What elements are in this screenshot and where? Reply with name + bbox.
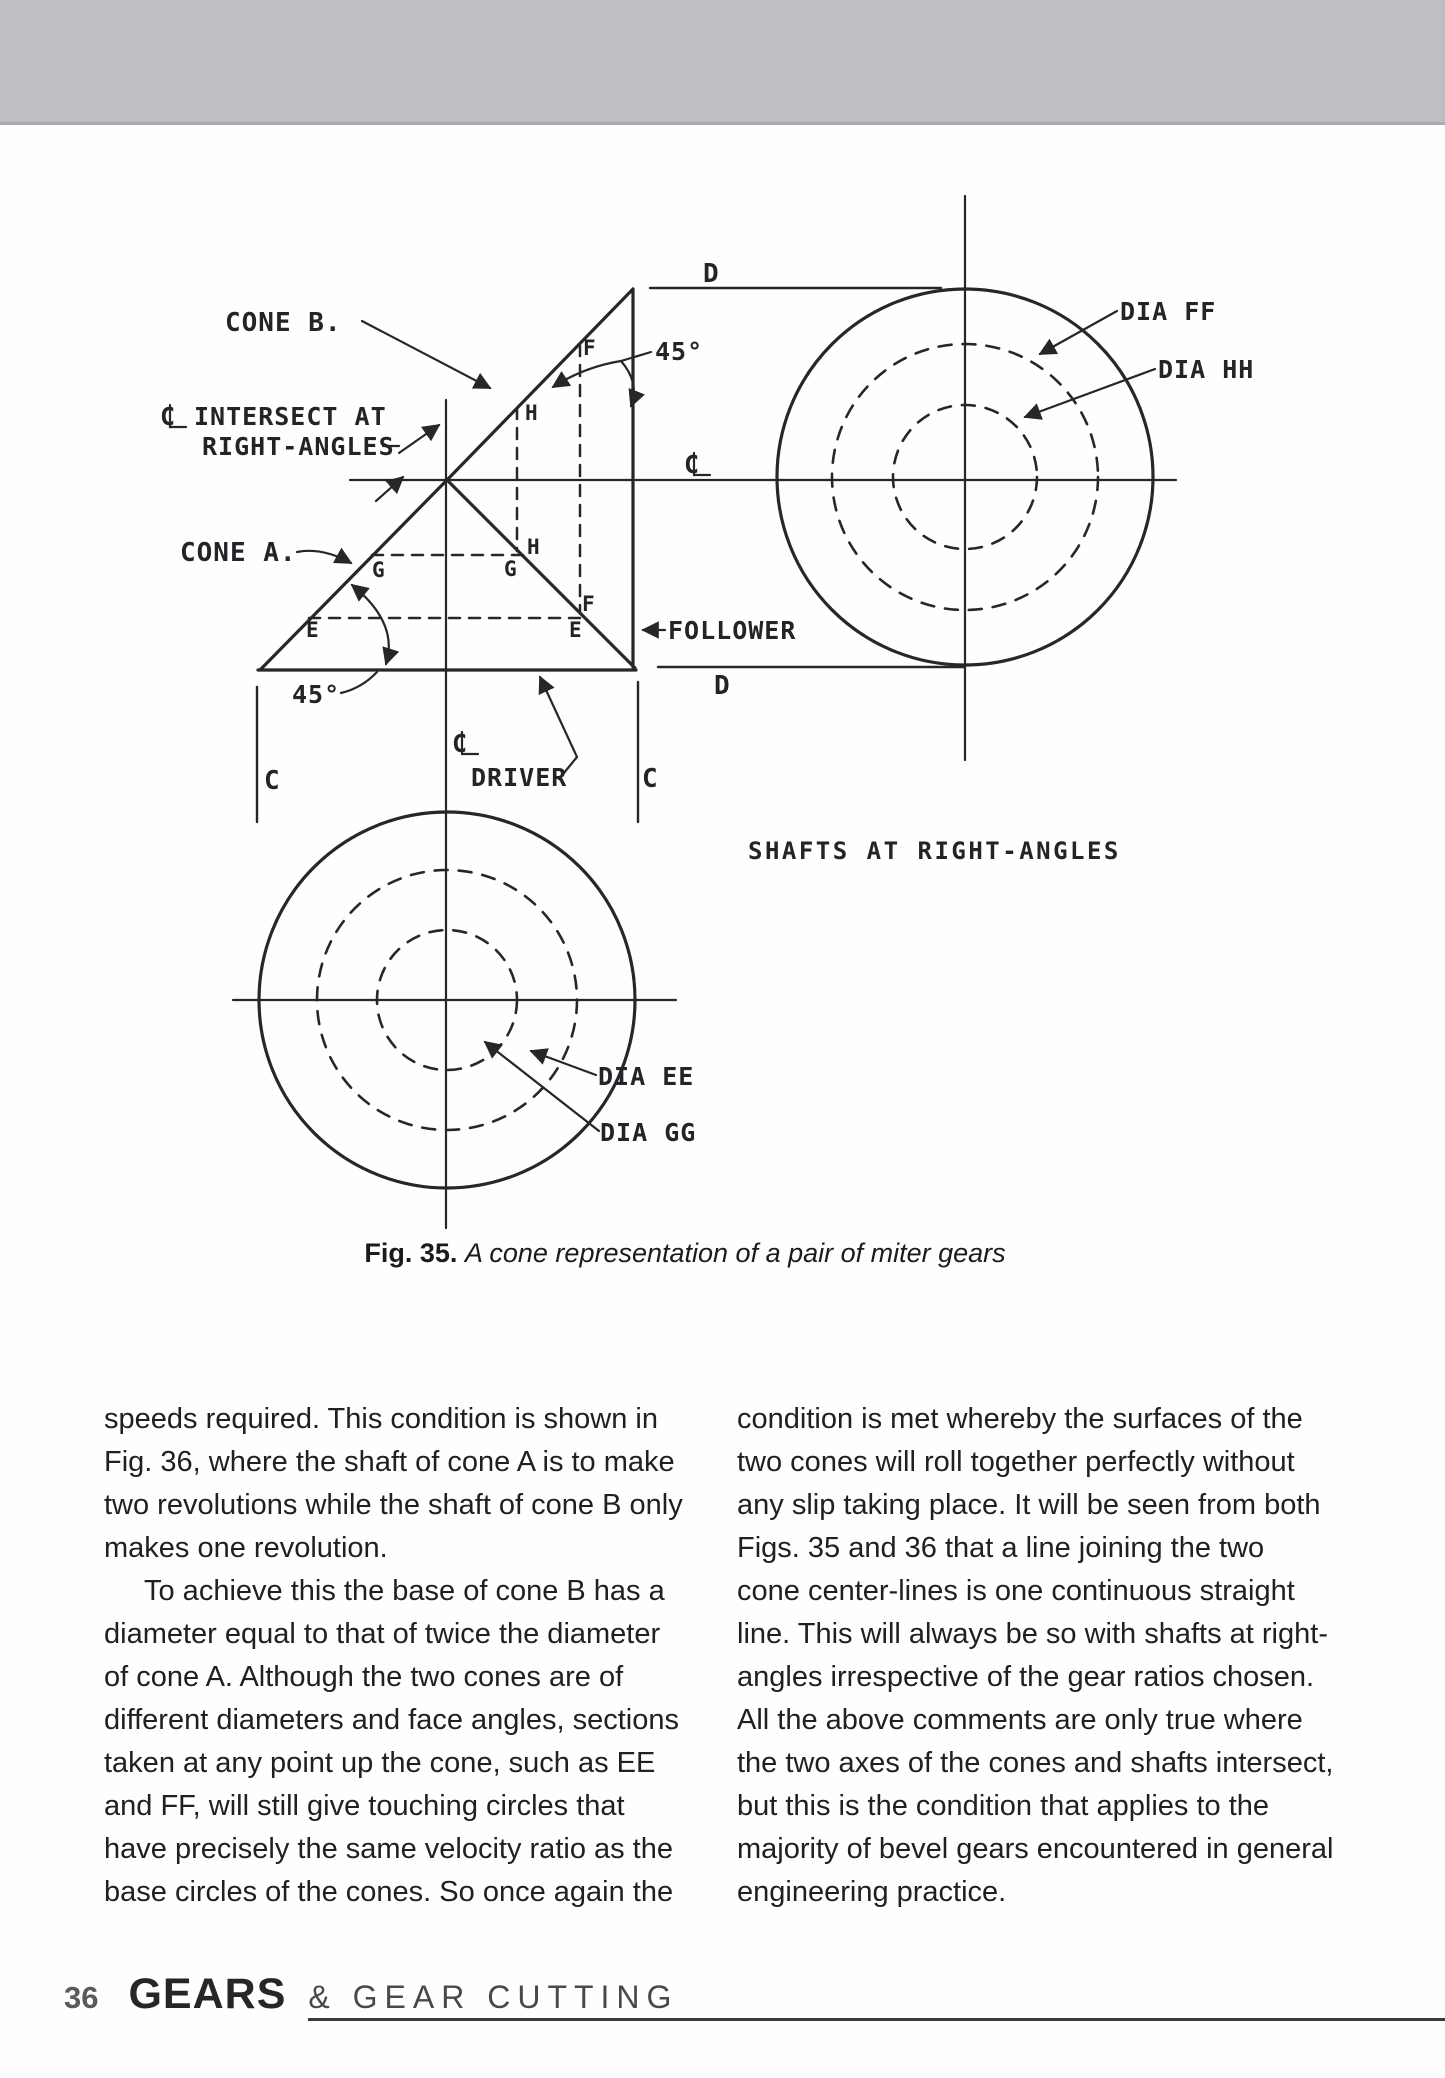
- dia-hh-arrow: [1023, 367, 1157, 420]
- angle-45-bottom-label: 45°: [292, 680, 340, 709]
- driver-arrow: [538, 675, 579, 781]
- angle-45-bottom-leader: [339, 670, 379, 695]
- dia-gg-arrow: [483, 1040, 601, 1133]
- cone-contact-edge: [445, 478, 637, 670]
- centerline-symbol-icon: C: [452, 729, 480, 758]
- point-e-right: E: [569, 618, 582, 642]
- text-line: To achieve this the base of cone B has a: [144, 1575, 665, 1607]
- point-h-top: H: [525, 401, 538, 425]
- driver-label: DRIVER: [471, 763, 567, 792]
- intersect-label-line2: RIGHT-ANGLES: [202, 432, 395, 461]
- point-g-left: G: [372, 558, 385, 582]
- text-line: condition is met whereby the surfaces of…: [737, 1403, 1303, 1435]
- dia-ee-label: DIA EE: [598, 1062, 694, 1091]
- driver-base-circle: [257, 810, 637, 1190]
- text-line: any slip taking place. It will be seen f…: [737, 1489, 1321, 1521]
- svg-text:C: C: [452, 729, 468, 758]
- left-column: speeds required. This condition is shown…: [104, 1398, 699, 1914]
- text-line: of cone A. Although the two cones are of: [104, 1661, 624, 1693]
- figure-caption: Fig. 35. A cone representation of a pair…: [0, 1238, 1370, 1269]
- text-line: Figs. 35 and 36 that a line joining the …: [737, 1532, 1265, 1564]
- book-title: GEARS: [128, 1970, 287, 2018]
- top-gray-bar: [0, 0, 1445, 125]
- angle-45-top-arrow-base: [619, 359, 645, 408]
- point-f-top: F: [583, 336, 596, 360]
- shafts-at-right-angles-label: SHAFTS AT RIGHT-ANGLES: [748, 837, 1121, 865]
- driver-ee-circle: [315, 868, 579, 1132]
- book-subtitle: & GEAR CUTTING: [308, 1979, 1445, 2021]
- text-line: two cones will roll together perfectly w…: [737, 1446, 1295, 1478]
- text-line: speeds required. This condition is shown…: [104, 1403, 659, 1435]
- page-footer: 36 GEARS & GEAR CUTTING: [64, 1970, 1445, 2021]
- point-f-bottom: F: [582, 592, 595, 616]
- svg-text:C: C: [684, 450, 700, 479]
- body-text: speeds required. This condition is shown…: [104, 1398, 1347, 1914]
- text-line: two revolutions while the shaft of cone …: [104, 1489, 683, 1521]
- follower-base-circle: [775, 287, 1155, 667]
- follower-hh-circle: [891, 403, 1039, 551]
- angle-45-top-label: 45°: [655, 337, 703, 366]
- svg-text:C: C: [160, 402, 176, 431]
- text-line: taken at any point up the cone, such as …: [104, 1747, 656, 1779]
- cone-b-label: CONE B.: [225, 308, 342, 338]
- cone-b-top-edge: [445, 287, 635, 482]
- text-line: All the above comments are only true whe…: [737, 1704, 1303, 1736]
- right-column: condition is met whereby the surfaces of…: [737, 1398, 1347, 1914]
- dia-ee-arrow: [529, 1048, 598, 1077]
- centerline-symbol-icon: C: [684, 450, 712, 479]
- intersect-label-line1: INTERSECT AT: [194, 402, 387, 431]
- point-g-right: G: [504, 557, 517, 581]
- figure-caption-label: Fig. 35.: [364, 1238, 458, 1268]
- point-h-mid: H: [527, 535, 540, 559]
- text-line: base circles of the cones. So once again…: [104, 1876, 674, 1908]
- dia-gg-label: DIA GG: [600, 1118, 696, 1147]
- angle-45-top-arrow-hypotenuse: [551, 359, 623, 389]
- section-c-right-label: C: [642, 764, 659, 794]
- text-line: majority of bevel gears encountered in g…: [737, 1833, 1334, 1865]
- follower-ff-circle: [830, 342, 1100, 612]
- point-e-left: E: [306, 618, 319, 642]
- dia-ff-arrow: [1038, 309, 1119, 356]
- intersect-arrow-vertical: [397, 423, 441, 455]
- text-line: cone center-lines is one continuous stra…: [737, 1575, 1295, 1607]
- section-c-left-label: C: [264, 766, 281, 796]
- centerline-symbol-icon: C: [160, 402, 188, 431]
- page-number: 36: [64, 1980, 99, 2015]
- cone-a-left-edge: [258, 478, 449, 672]
- dim-d-top-label: D: [703, 259, 720, 289]
- text-line: line. This will always be so with shafts…: [737, 1618, 1328, 1650]
- text-line: and FF, will still give touching circles…: [104, 1790, 625, 1822]
- intersect-arrow-horizontal: [374, 475, 405, 503]
- text-line: but this is the condition that applies t…: [737, 1790, 1270, 1822]
- angle-45-top-leader: [619, 350, 653, 363]
- driver-gg-circle: [375, 928, 519, 1072]
- text-line: have precisely the same velocity ratio a…: [104, 1833, 673, 1865]
- cone-a-leader-arrow: [295, 547, 353, 565]
- text-line: Fig. 36, where the shaft of cone A is to…: [104, 1446, 675, 1478]
- angle-45-bottom-arc: [350, 583, 400, 666]
- figure-35-diagram: C C C CONE B. CONE A. INTERSECT AT RIGHT…: [160, 194, 1254, 1230]
- cone-a-label: CONE A.: [180, 538, 297, 568]
- dia-hh-label: DIA HH: [1158, 355, 1254, 384]
- text-line: angles irrespective of the gear ratios c…: [737, 1661, 1315, 1693]
- figure-caption-text: A cone representation of a pair of miter…: [464, 1238, 1006, 1268]
- text-line: the two axes of the cones and shafts int…: [737, 1747, 1334, 1779]
- dia-ff-label: DIA FF: [1120, 297, 1216, 326]
- cone-b-leader-arrow: [360, 319, 492, 390]
- text-line: diameter equal to that of twice the diam…: [104, 1618, 661, 1650]
- dim-d-bottom-label: D: [714, 671, 731, 701]
- follower-label: FOLLOWER: [668, 616, 796, 645]
- text-line: engineering practice.: [737, 1876, 1007, 1908]
- text-line: different diameters and face angles, sec…: [104, 1704, 679, 1736]
- text-line: makes one revolution.: [104, 1532, 388, 1564]
